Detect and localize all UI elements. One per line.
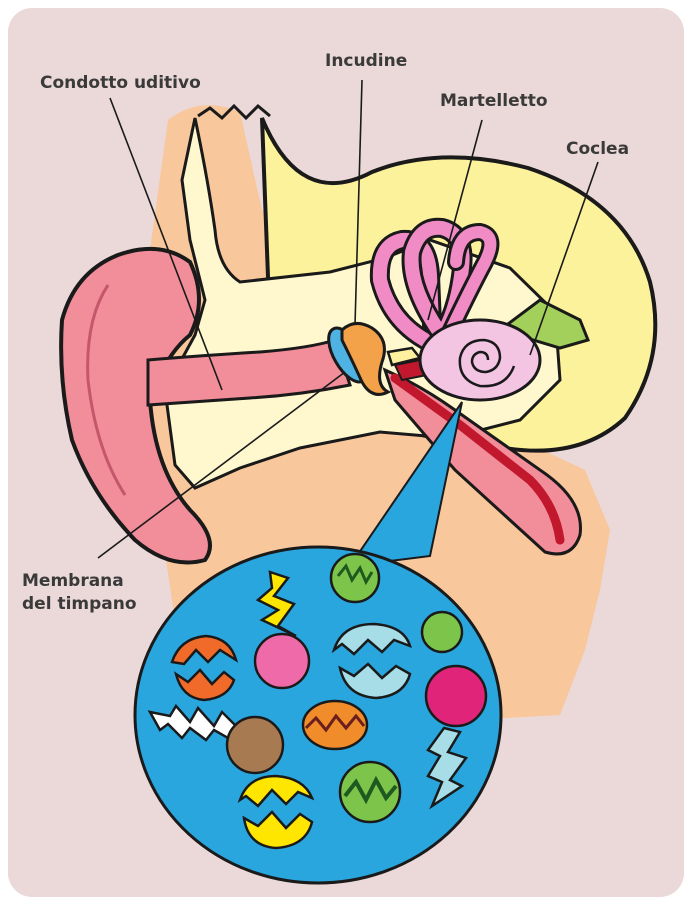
germ-pink bbox=[255, 634, 309, 688]
label-eardrum: Membrana del timpano bbox=[22, 570, 172, 616]
label-eardrum-line2: del timpano bbox=[22, 593, 172, 616]
germ-brown bbox=[227, 717, 283, 773]
label-incus: Incudine bbox=[325, 50, 407, 72]
germ-magenta bbox=[426, 666, 486, 726]
germ-green-small bbox=[422, 612, 462, 652]
cochlea bbox=[420, 320, 540, 400]
label-ear-canal: Condotto uditivo bbox=[40, 72, 201, 94]
label-cochlea: Coclea bbox=[566, 138, 629, 160]
label-eardrum-line1: Membrana bbox=[22, 570, 172, 593]
germ-orange-middle bbox=[303, 701, 367, 749]
label-malleus: Martelletto bbox=[440, 90, 548, 112]
